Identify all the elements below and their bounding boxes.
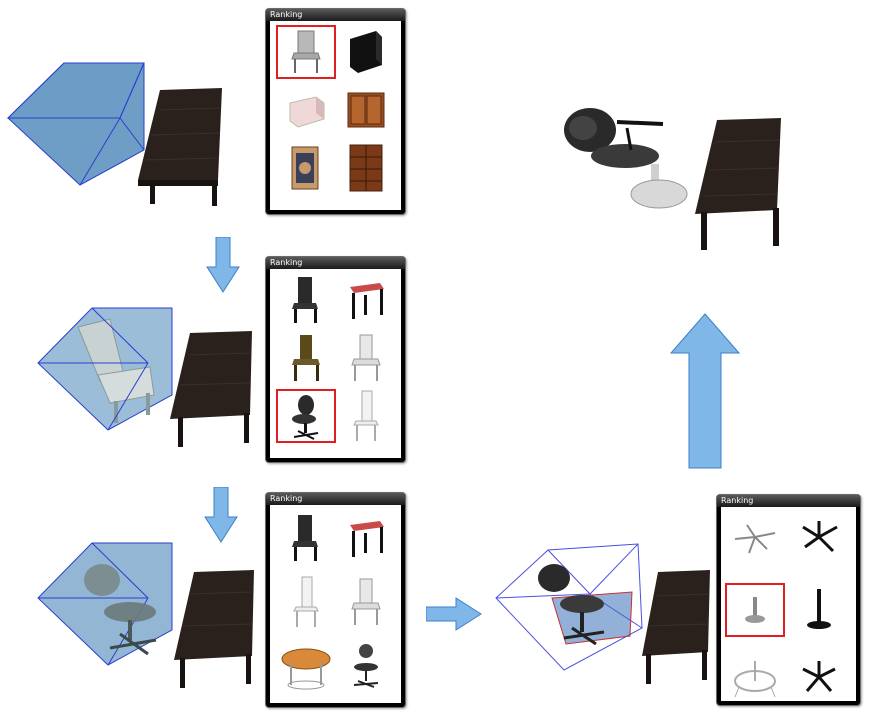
candidate-chair-base-gray[interactable] xyxy=(725,513,785,567)
candidate-patterned-chair[interactable] xyxy=(276,273,336,327)
candidate-olive-chair[interactable] xyxy=(276,331,336,385)
candidate-tall-white-chair[interactable] xyxy=(336,389,396,443)
ranking-grid xyxy=(270,505,401,703)
bounding-box-with-office-chair xyxy=(37,542,254,688)
panel-title: Ranking xyxy=(266,493,405,505)
ranking-grid xyxy=(270,269,401,458)
candidate-black-cabinet[interactable] xyxy=(336,25,396,79)
candidate-swivel-chair[interactable] xyxy=(336,639,396,693)
bounding-box-with-gray-chair xyxy=(37,307,252,447)
scene-step-4 xyxy=(492,540,722,700)
candidate-round-table[interactable] xyxy=(276,639,336,693)
candidate-patterned-chair[interactable] xyxy=(276,511,336,565)
ranking-panel-2: Ranking xyxy=(265,256,406,463)
scene-step-3 xyxy=(30,530,260,695)
wireframe-box-with-chair-parts xyxy=(495,543,710,684)
arrow-down-1 xyxy=(206,237,240,293)
arrow-down-2 xyxy=(204,487,238,543)
scene-step-1 xyxy=(0,50,240,220)
arrow-right xyxy=(426,597,482,631)
candidate-red-stool[interactable] xyxy=(336,511,396,565)
candidate-ring-base[interactable] xyxy=(725,651,785,705)
bounding-box-with-table xyxy=(6,62,222,206)
arrow-up xyxy=(670,313,740,469)
candidate-wooden-cabinet[interactable] xyxy=(336,83,396,137)
office-chair-with-table xyxy=(564,108,781,250)
candidate-pedestal-gray[interactable] xyxy=(725,583,785,637)
candidate-red-stool[interactable] xyxy=(336,273,396,327)
candidate-tall-white-chair[interactable] xyxy=(276,575,336,629)
candidate-office-chair[interactable] xyxy=(276,389,336,443)
ranking-panel-4: Ranking xyxy=(716,494,861,706)
candidate-star-base-black[interactable] xyxy=(789,651,849,705)
candidate-white-chair[interactable] xyxy=(336,331,396,385)
panel-title: Ranking xyxy=(266,9,405,21)
candidate-pink-box[interactable] xyxy=(276,83,336,137)
panel-title: Ranking xyxy=(717,495,860,507)
ranking-grid xyxy=(270,21,401,210)
ranking-panel-3: Ranking xyxy=(265,492,406,708)
panel-title: Ranking xyxy=(266,257,405,269)
candidate-pedestal-black[interactable] xyxy=(789,583,849,637)
candidate-bookshelf[interactable] xyxy=(336,141,396,195)
candidate-rug[interactable] xyxy=(276,141,336,195)
final-result-scene xyxy=(555,100,795,255)
ranking-grid xyxy=(721,507,856,701)
candidate-chair-base-black[interactable] xyxy=(789,513,849,567)
candidate-white-chair[interactable] xyxy=(336,575,396,629)
candidate-gray-chair[interactable] xyxy=(276,25,336,79)
ranking-panel-1: Ranking xyxy=(265,8,406,215)
scene-step-2 xyxy=(30,295,260,455)
